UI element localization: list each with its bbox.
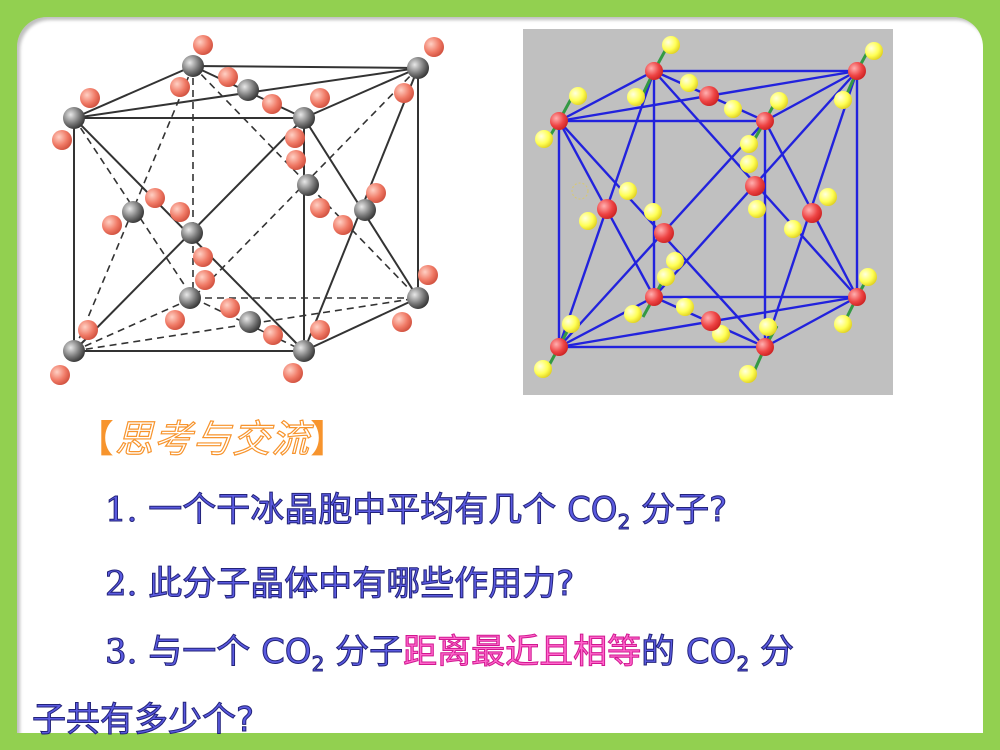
question-3: 3. 与一个 CO2 分子距离最近且相等的 CO2 分 bbox=[104, 624, 794, 677]
question-3-highlight: 距离最近且相等 bbox=[403, 632, 642, 673]
question-3-text-end: 分 bbox=[749, 632, 794, 673]
heading-text: 思考与交流 bbox=[114, 416, 311, 461]
question-3-text-post: 的 CO bbox=[641, 632, 737, 673]
section-heading: 【思考与交流】 bbox=[76, 408, 349, 463]
heading-open-bracket: 【 bbox=[76, 417, 116, 461]
question-1: 1. 一个干冰晶胞中平均有几个 CO2 分子? bbox=[104, 482, 728, 535]
question-2-number: 2. bbox=[104, 564, 138, 605]
question-1-number: 1. bbox=[104, 490, 138, 531]
question-3-continuation: 子共有多少个? bbox=[31, 700, 255, 741]
question-3-text: 与一个 CO bbox=[137, 632, 312, 673]
question-1-text-end: 分子? bbox=[630, 490, 728, 531]
question-1-text: 一个干冰晶胞中平均有几个 CO bbox=[137, 490, 618, 531]
question-3-number: 3. bbox=[104, 632, 138, 673]
question-1-subscript: 2 bbox=[617, 510, 631, 535]
question-3-subscript-2: 2 bbox=[736, 652, 750, 677]
question-2: 2. 此分子晶体中有哪些作用力? bbox=[104, 556, 575, 605]
heading-close-bracket: 】 bbox=[310, 417, 350, 461]
dry-ice-unit-cell-figure bbox=[50, 35, 444, 385]
co2-nearest-neighbor-figure bbox=[523, 29, 893, 395]
question-3-text-mid: 分子 bbox=[324, 632, 404, 673]
question-2-text: 此分子晶体中有哪些作用力? bbox=[137, 564, 575, 605]
question-3-subscript: 2 bbox=[311, 652, 325, 677]
